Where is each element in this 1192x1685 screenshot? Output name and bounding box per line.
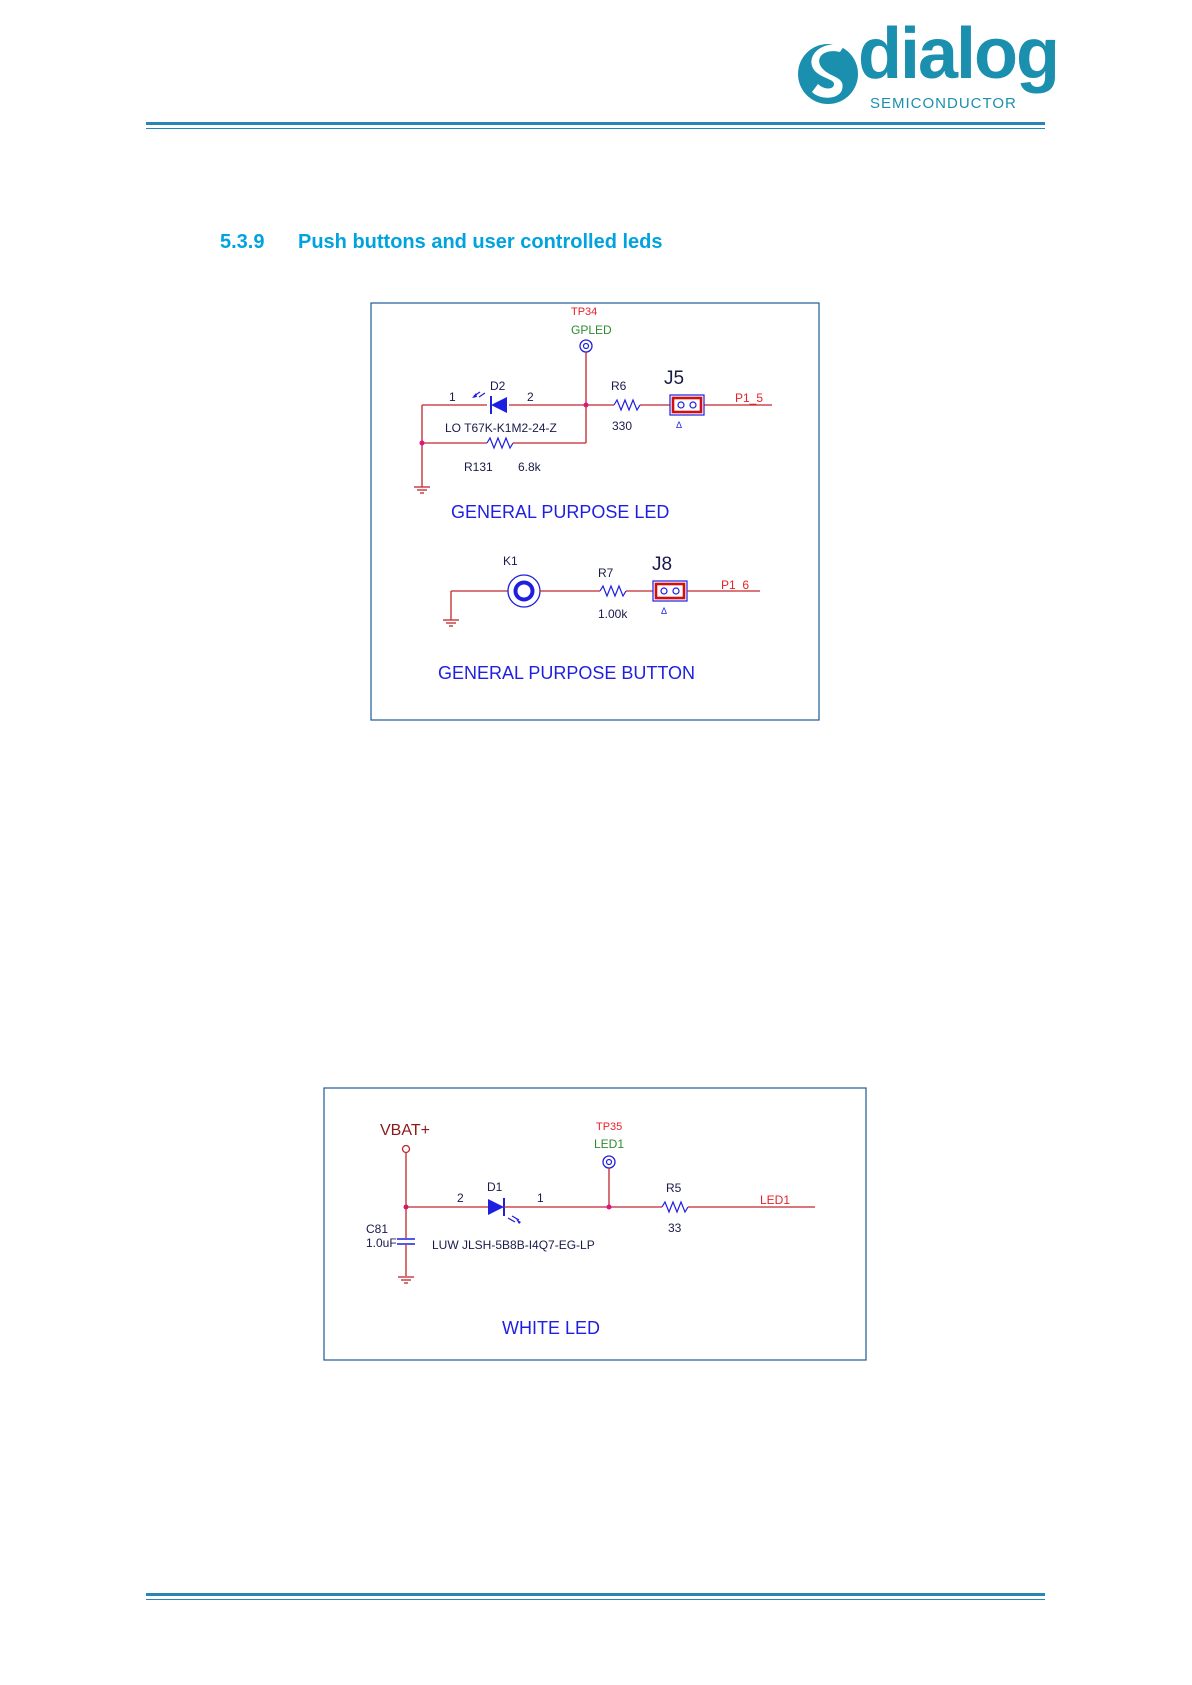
- k1-ref: K1: [503, 554, 518, 568]
- testpoint-tp35-icon: [603, 1156, 615, 1168]
- resistor-r5-icon: [662, 1202, 688, 1212]
- footer-rule: [146, 1593, 1045, 1600]
- led-d1-icon: [488, 1198, 521, 1224]
- junction-dot: [607, 1205, 612, 1210]
- ground-icon: [414, 487, 430, 493]
- r7-ref: R7: [598, 566, 614, 580]
- caption-general-purpose-button: GENERAL PURPOSE BUTTON: [438, 663, 695, 683]
- led-d2-icon: [472, 392, 507, 414]
- tp35-net: LED1: [594, 1137, 624, 1151]
- ground-icon: [398, 1277, 414, 1283]
- pushbutton-k1-icon: [508, 575, 540, 607]
- resistor-r131-icon: [487, 438, 513, 448]
- c81-ref: C81: [366, 1222, 388, 1236]
- d1-part: LUW JLSH-5B8B-I4Q7-EG-LP: [432, 1238, 595, 1252]
- tp34-ref: TP34: [571, 306, 597, 318]
- net-p1-6: P1_6: [721, 578, 749, 592]
- d2-part: LO T67K-K1M2-24-Z: [445, 421, 557, 435]
- r6-ref: R6: [611, 379, 627, 393]
- j5-ref: J5: [664, 368, 684, 389]
- j8-marker: Δ: [661, 606, 667, 616]
- j8-ref: J8: [652, 554, 672, 575]
- r131-value: 6.8k: [518, 460, 542, 474]
- figure-general-purpose: TP34 GPLED D2 1 2 LO T67K-K1M2-24-Z R13: [371, 303, 819, 720]
- capacitor-c81-icon: [397, 1239, 415, 1244]
- r5-value: 33: [668, 1221, 682, 1235]
- d2-ref: D2: [490, 379, 506, 393]
- jumper-j8-icon: [653, 581, 687, 601]
- r5-ref: R5: [666, 1181, 682, 1195]
- r7-value: 1.00k: [598, 607, 628, 621]
- junction-dot: [420, 441, 425, 446]
- vbat-label: VBAT+: [380, 1122, 430, 1139]
- tp35-ref: TP35: [596, 1121, 622, 1133]
- d2-pin2: 2: [527, 390, 534, 404]
- supply-vbat-icon: [403, 1146, 410, 1153]
- resistor-r7-icon: [600, 586, 626, 596]
- caption-white-led: WHITE LED: [502, 1318, 600, 1338]
- d1-ref: D1: [487, 1180, 503, 1194]
- testpoint-tp34-icon: [580, 340, 592, 352]
- junction-dot: [584, 403, 589, 408]
- jumper-j5-icon: [670, 395, 704, 415]
- d1-pin1: 1: [537, 1191, 544, 1205]
- r6-value: 330: [612, 419, 632, 433]
- c81-value: 1.0uF: [366, 1236, 397, 1250]
- net-led1: LED1: [760, 1193, 790, 1207]
- tp34-net: GPLED: [571, 323, 612, 337]
- caption-general-purpose-led: GENERAL PURPOSE LED: [451, 502, 669, 522]
- net-p1-5: P1_5: [735, 391, 763, 405]
- resistor-r6-icon: [614, 400, 640, 410]
- j5-marker: Δ: [676, 420, 682, 430]
- r131-ref: R131: [464, 460, 493, 474]
- d1-pin2: 2: [457, 1191, 464, 1205]
- figure-white-led: VBAT+ C81 1.0uF D1 2 1 LUW JLSH-5B: [324, 1088, 866, 1360]
- ground-icon: [443, 620, 459, 626]
- d2-pin1: 1: [449, 390, 456, 404]
